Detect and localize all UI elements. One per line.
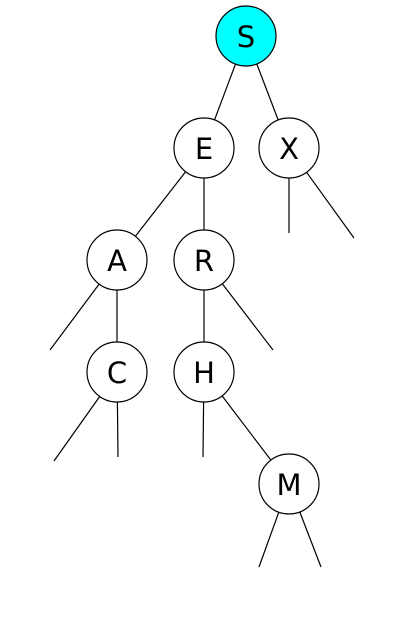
null-link-m-right [299, 511, 322, 568]
edge-s-x [256, 63, 279, 121]
null-link-c-right [116, 401, 119, 458]
edge-s-e [213, 63, 237, 121]
node-label: M [276, 468, 301, 502]
null-link-r-right [221, 283, 274, 351]
node-label: R [194, 244, 214, 278]
edge-e-a [134, 171, 187, 237]
node-label: X [279, 132, 299, 166]
node-label: C [107, 356, 127, 390]
null-link-m-left [258, 511, 280, 568]
tree-node-r: R [173, 229, 235, 291]
tree-node-h: H [173, 341, 235, 403]
null-link-h-left [202, 401, 205, 458]
null-link-c-left [53, 396, 101, 462]
tree-node-x: X [258, 117, 320, 179]
node-label: H [193, 356, 215, 390]
tree-node-c: C [86, 341, 148, 403]
tree-node-s: S [215, 5, 277, 67]
null-links-layer [49, 171, 355, 568]
node-circle [86, 341, 148, 403]
edges-layer [116, 63, 279, 461]
node-label: E [195, 132, 213, 166]
null-link-a-left [49, 283, 100, 351]
node-circle [215, 5, 277, 67]
nodes-layer: S E X A R C H M [86, 5, 320, 515]
node-circle [173, 117, 235, 179]
null-link-x-right [306, 171, 355, 239]
tree-node-a: A [86, 229, 148, 291]
node-circle [173, 229, 235, 291]
tree-node-m: M [258, 453, 320, 515]
node-circle [173, 341, 235, 403]
tree-node-e: E [173, 117, 235, 179]
edge-h-m [221, 395, 272, 461]
node-label: A [107, 244, 127, 278]
node-circle [258, 453, 320, 515]
node-circle [86, 229, 148, 291]
node-circle [258, 117, 320, 179]
node-label: S [237, 20, 255, 54]
